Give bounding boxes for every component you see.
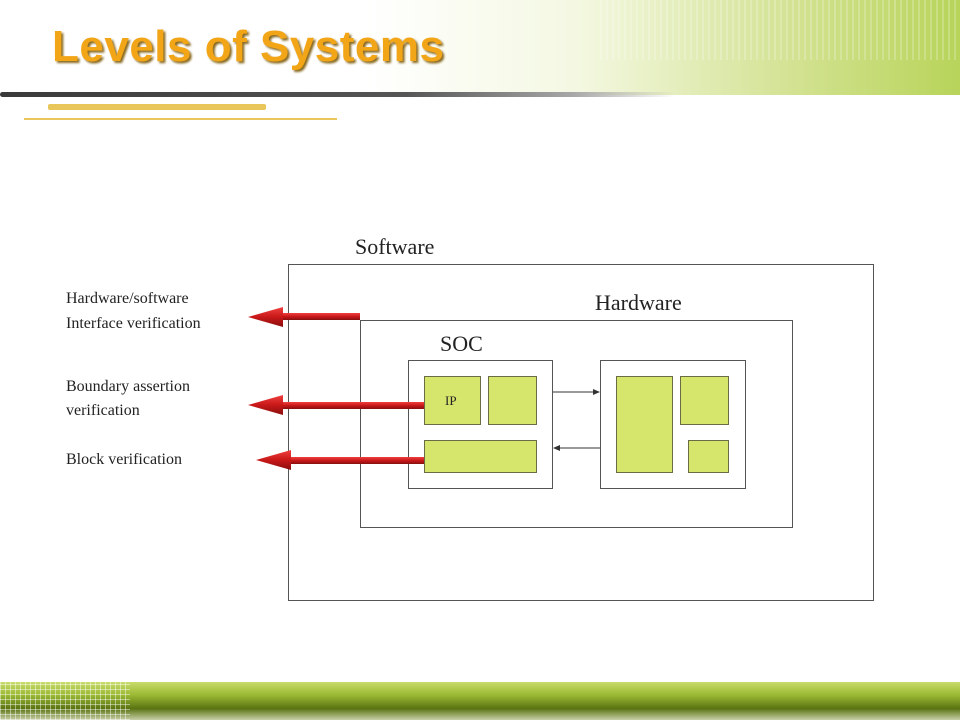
block-verification-label: Block verification (66, 451, 182, 468)
accent-bar (48, 104, 266, 110)
slide-title: Levels of Systems (52, 22, 445, 71)
title-underline (0, 92, 675, 97)
header-gradient (0, 0, 960, 95)
hw-sw-interface-arrow (248, 307, 360, 327)
hw-block-square (680, 376, 729, 425)
software-label: Software (355, 234, 435, 259)
header-texture (600, 0, 960, 60)
boundary-assertion-arrow (248, 395, 424, 415)
boundary-label-line1: Boundary assertion (66, 378, 190, 395)
soc-label: SOC (440, 331, 483, 356)
footer-grid-pattern (0, 682, 130, 720)
soc-block-2 (488, 376, 537, 425)
connector-arrow-right (553, 389, 600, 395)
block-verification-arrow (256, 450, 424, 470)
ip-label: IP (445, 393, 457, 408)
boundary-label-line2: verification (66, 402, 140, 419)
hw-block-small (688, 440, 729, 473)
hw-block-tall (616, 376, 673, 473)
hw-sw-label-line1: Hardware/software (66, 290, 189, 307)
connector-arrow-left (553, 445, 600, 451)
accent-line (24, 118, 337, 120)
hw-sw-label-line2: Interface verification (66, 315, 201, 332)
soc-block-3 (424, 440, 537, 473)
hardware-label: Hardware (595, 290, 682, 315)
footer-band (0, 682, 960, 720)
ip-block (424, 376, 481, 425)
